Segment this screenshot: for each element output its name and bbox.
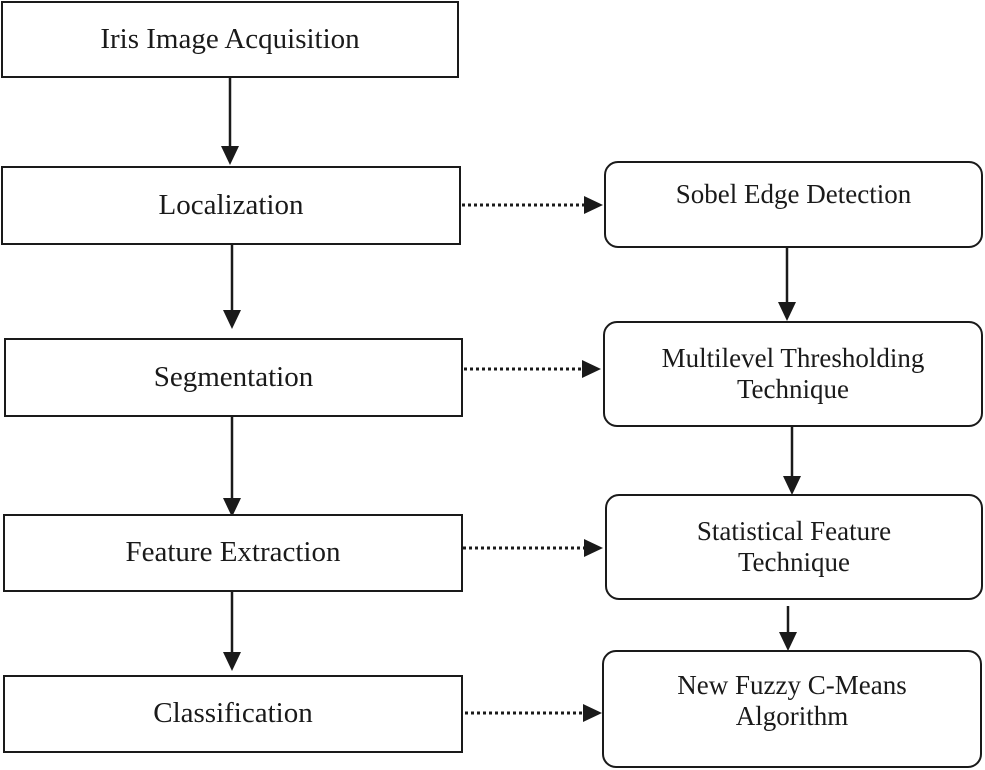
technique-multilevel-thresholding: Multilevel Thresholding Technique	[603, 321, 983, 427]
step-feature-extraction: Feature Extraction	[3, 514, 463, 592]
step-label: Iris Image Acquisition	[100, 22, 360, 55]
arrowhead-feature-extraction-to-classification	[223, 652, 241, 671]
step-label: Classification	[153, 697, 313, 730]
arrowhead-thresholding-to-statistical	[783, 476, 801, 495]
step-label: Localization	[158, 188, 304, 221]
technique-new-fuzzy-c-means: New Fuzzy C-Means Algorithm	[602, 650, 982, 768]
technique-line-1: Statistical Feature	[696, 515, 892, 546]
technique-line-1: Multilevel Thresholding	[661, 342, 925, 373]
technique-line-2: Technique	[737, 547, 851, 577]
technique-text: Multilevel Thresholding Technique	[662, 343, 925, 405]
technique-line-2: Technique	[736, 374, 850, 404]
step-classification: Classification	[3, 675, 463, 753]
technique-line-2: Algorithm	[735, 701, 849, 732]
step-localization: Localization	[1, 166, 461, 245]
technique-text: Sobel Edge Detection	[676, 179, 911, 210]
arrowhead-acquisition-to-localization	[221, 146, 239, 165]
step-label: Feature Extraction	[125, 536, 341, 569]
arrowhead-segmentation-to-thresholding	[582, 360, 601, 378]
technique-flow-arrows	[778, 248, 801, 651]
technique-line-1: New Fuzzy C-Means	[677, 670, 907, 700]
arrowhead-localization-to-sobel	[584, 196, 603, 214]
step-segmentation: Segmentation	[4, 338, 463, 417]
arrowhead-statistical-to-fuzzy	[779, 632, 797, 651]
technique-text: Statistical Feature Technique	[697, 516, 891, 578]
technique-text: New Fuzzy C-Means Algorithm	[677, 670, 906, 732]
step-label: Segmentation	[153, 360, 314, 393]
technique-statistical-feature: Statistical Feature Technique	[605, 494, 983, 600]
arrowhead-sobel-to-thresholding	[778, 302, 796, 321]
dotted-link-arrows	[462, 196, 603, 722]
technique-line-1: Sobel Edge Detection	[675, 179, 912, 209]
arrowhead-feature-extraction-to-statistical	[584, 539, 603, 557]
arrowhead-segmentation-to-feature-extraction	[223, 498, 241, 517]
arrowhead-classification-to-fuzzy	[583, 704, 602, 722]
step-iris-image-acquisition: Iris Image Acquisition	[1, 1, 459, 78]
main-flow-arrows	[221, 78, 241, 671]
arrowhead-localization-to-segmentation	[223, 310, 241, 329]
technique-sobel-edge-detection: Sobel Edge Detection	[604, 161, 983, 248]
